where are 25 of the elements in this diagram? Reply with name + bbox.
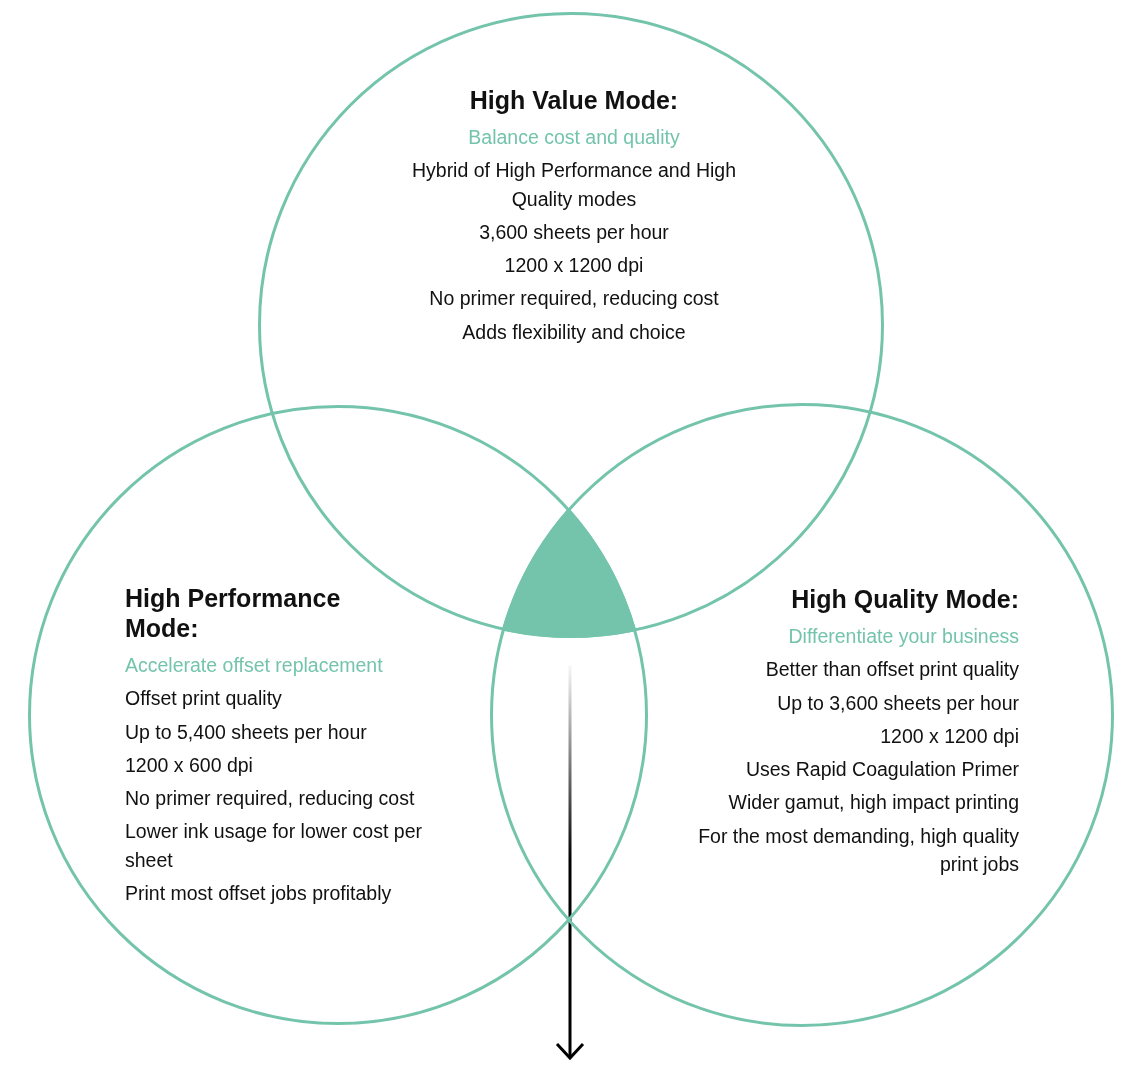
feature-text: 3,600 sheets per hour <box>478 219 670 245</box>
venn-circle <box>28 405 648 1025</box>
feature-text: Wider gamut, high impact printing <box>727 790 1019 816</box>
feature-text: Up to 3,600 sheets per hour <box>776 690 1019 716</box>
feature-text: For the most demanding, high quality print jobs <box>697 823 1019 877</box>
feature-text: Uses Rapid Coagulation Primer <box>744 757 1019 783</box>
mode-heading: High Performance Mode: <box>125 583 342 643</box>
mode-tagline: Accelerate offset replacement <box>125 653 384 678</box>
venn-circle <box>490 403 1114 1027</box>
feature-text: No primer required, reducing cost <box>428 286 720 312</box>
feature-text: Print most offset jobs profitably <box>125 880 393 906</box>
feature-text: Adds flexibility and choice <box>461 319 687 345</box>
mode-tagline: Differentiate your business <box>787 624 1019 649</box>
feature-text: Up to 5,400 sheets per hour <box>125 719 368 745</box>
mode-heading: High Value Mode: <box>468 85 680 115</box>
feature-text: Hybrid of High Performance and High Quality modes <box>410 158 738 212</box>
feature-text: 1200 x 600 dpi <box>125 752 254 778</box>
feature-text: Better than offset print quality <box>764 657 1019 683</box>
mode-tagline: Balance cost and quality <box>467 125 681 150</box>
feature-text: 1200 x 1200 dpi <box>503 253 645 279</box>
feature-text: 1200 x 1200 dpi <box>879 723 1019 749</box>
feature-text: Offset print quality <box>125 686 283 712</box>
feature-text: Lower ink usage for lower cost per sheet <box>125 819 423 873</box>
feature-text: No primer required, reducing cost <box>125 786 416 812</box>
mode-heading: High Quality Mode: <box>790 584 1019 614</box>
